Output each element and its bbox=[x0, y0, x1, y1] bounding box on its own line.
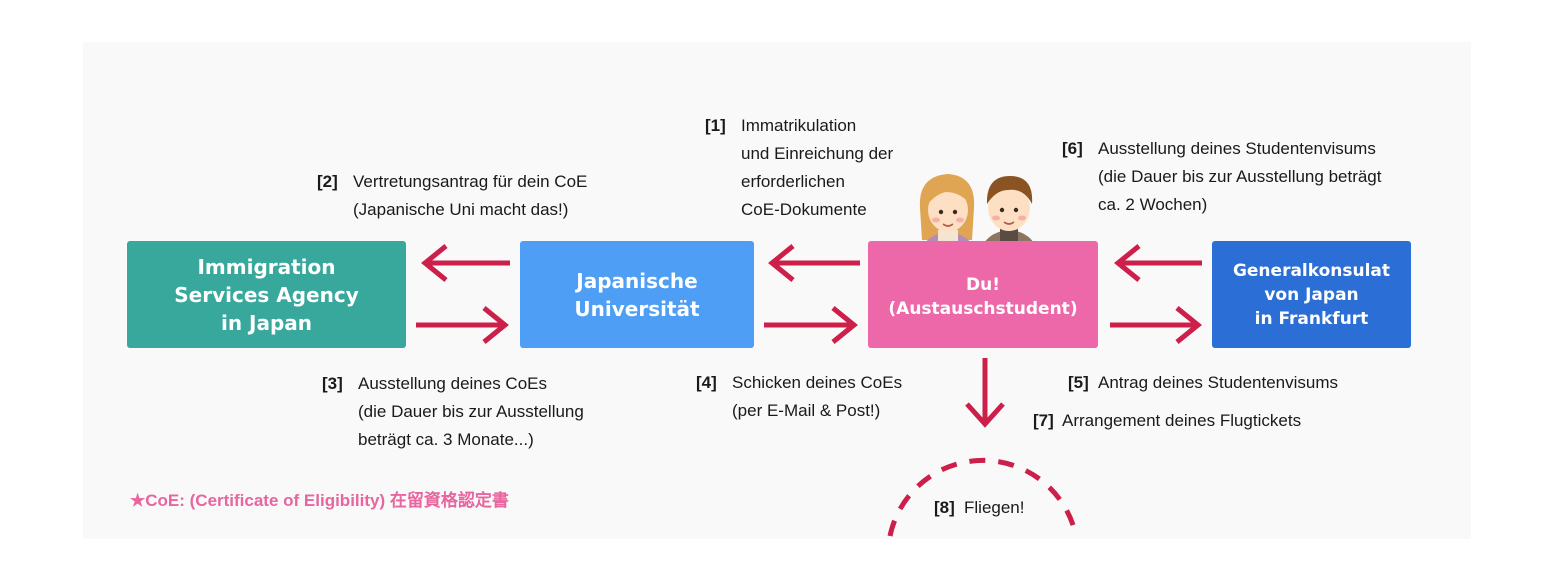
step-6-line: Ausstellung deines Studentenvisums bbox=[1098, 139, 1376, 158]
step-8-line: Fliegen! bbox=[964, 498, 1025, 517]
step-2-line: Vertretungsantrag für dein CoE bbox=[353, 172, 588, 191]
step-8-number: [8] bbox=[934, 498, 955, 517]
step-1-line: CoE-Dokumente bbox=[741, 200, 867, 219]
step-3-number: [3] bbox=[322, 374, 343, 393]
step-5-number: [5] bbox=[1068, 373, 1089, 392]
step-2-number: [2] bbox=[317, 172, 338, 191]
step-1-line: und Einreichung der bbox=[741, 144, 894, 163]
step-4-number: [4] bbox=[696, 373, 717, 392]
students-illustration-icon bbox=[918, 174, 1040, 260]
node-immigration-services-agency: Immigration Services Agency in Japan bbox=[127, 241, 406, 348]
coe-footnote: ★CoE: (Certificate of Eligibility) 在留資格認… bbox=[130, 491, 509, 510]
step-7-line: Arrangement deines Flugtickets bbox=[1062, 411, 1302, 430]
node-exchange-student: Du! (Austauschstudent) bbox=[868, 241, 1098, 348]
step-5-label: [5] Antrag deines Studentenvisums bbox=[1068, 369, 1338, 397]
node-japanese-university: Japanische Universität bbox=[520, 241, 754, 348]
step-6-number: [6] bbox=[1062, 139, 1083, 158]
step-7-number: [7] bbox=[1033, 411, 1054, 430]
step-3-line: beträgt ca. 3 Monate...) bbox=[358, 430, 534, 449]
step-3-line: (die Dauer bis zur Ausstellung bbox=[358, 402, 584, 421]
step-8-label: [8] Fliegen! bbox=[934, 494, 1024, 522]
step-6-line: ca. 2 Wochen) bbox=[1098, 195, 1208, 214]
step-1-line: erforderlichen bbox=[741, 172, 845, 191]
step-6-label: [6] Ausstellung deines Studentenvisums (… bbox=[1062, 135, 1382, 219]
step-3-label: [3] Ausstellung deines CoEs (die Dauer b… bbox=[322, 370, 584, 454]
step-1-number: [1] bbox=[705, 116, 726, 135]
step-1-label: [1] Immatrikulation und Einreichung der … bbox=[705, 112, 893, 224]
step-2-label: [2] Vertretungsantrag für dein CoE (Japa… bbox=[317, 168, 587, 224]
node-consulate-frankfurt: Generalkonsulat von Japan in Frankfurt bbox=[1212, 241, 1411, 348]
step-6-line: (die Dauer bis zur Ausstellung beträgt bbox=[1098, 167, 1382, 186]
step-5-line: Antrag deines Studentenvisums bbox=[1098, 373, 1339, 392]
step-4-line: Schicken deines CoEs bbox=[732, 373, 903, 392]
step-4-line: (per E-Mail & Post!) bbox=[732, 401, 881, 420]
step-3-line: Ausstellung deines CoEs bbox=[358, 374, 548, 393]
step-2-line: (Japanische Uni macht das!) bbox=[353, 200, 569, 219]
step-7-label: [7] Arrangement deines Flugtickets bbox=[1033, 407, 1301, 435]
step-4-label: [4] Schicken deines CoEs (per E-Mail & P… bbox=[696, 369, 902, 425]
step-1-line: Immatrikulation bbox=[741, 116, 857, 135]
